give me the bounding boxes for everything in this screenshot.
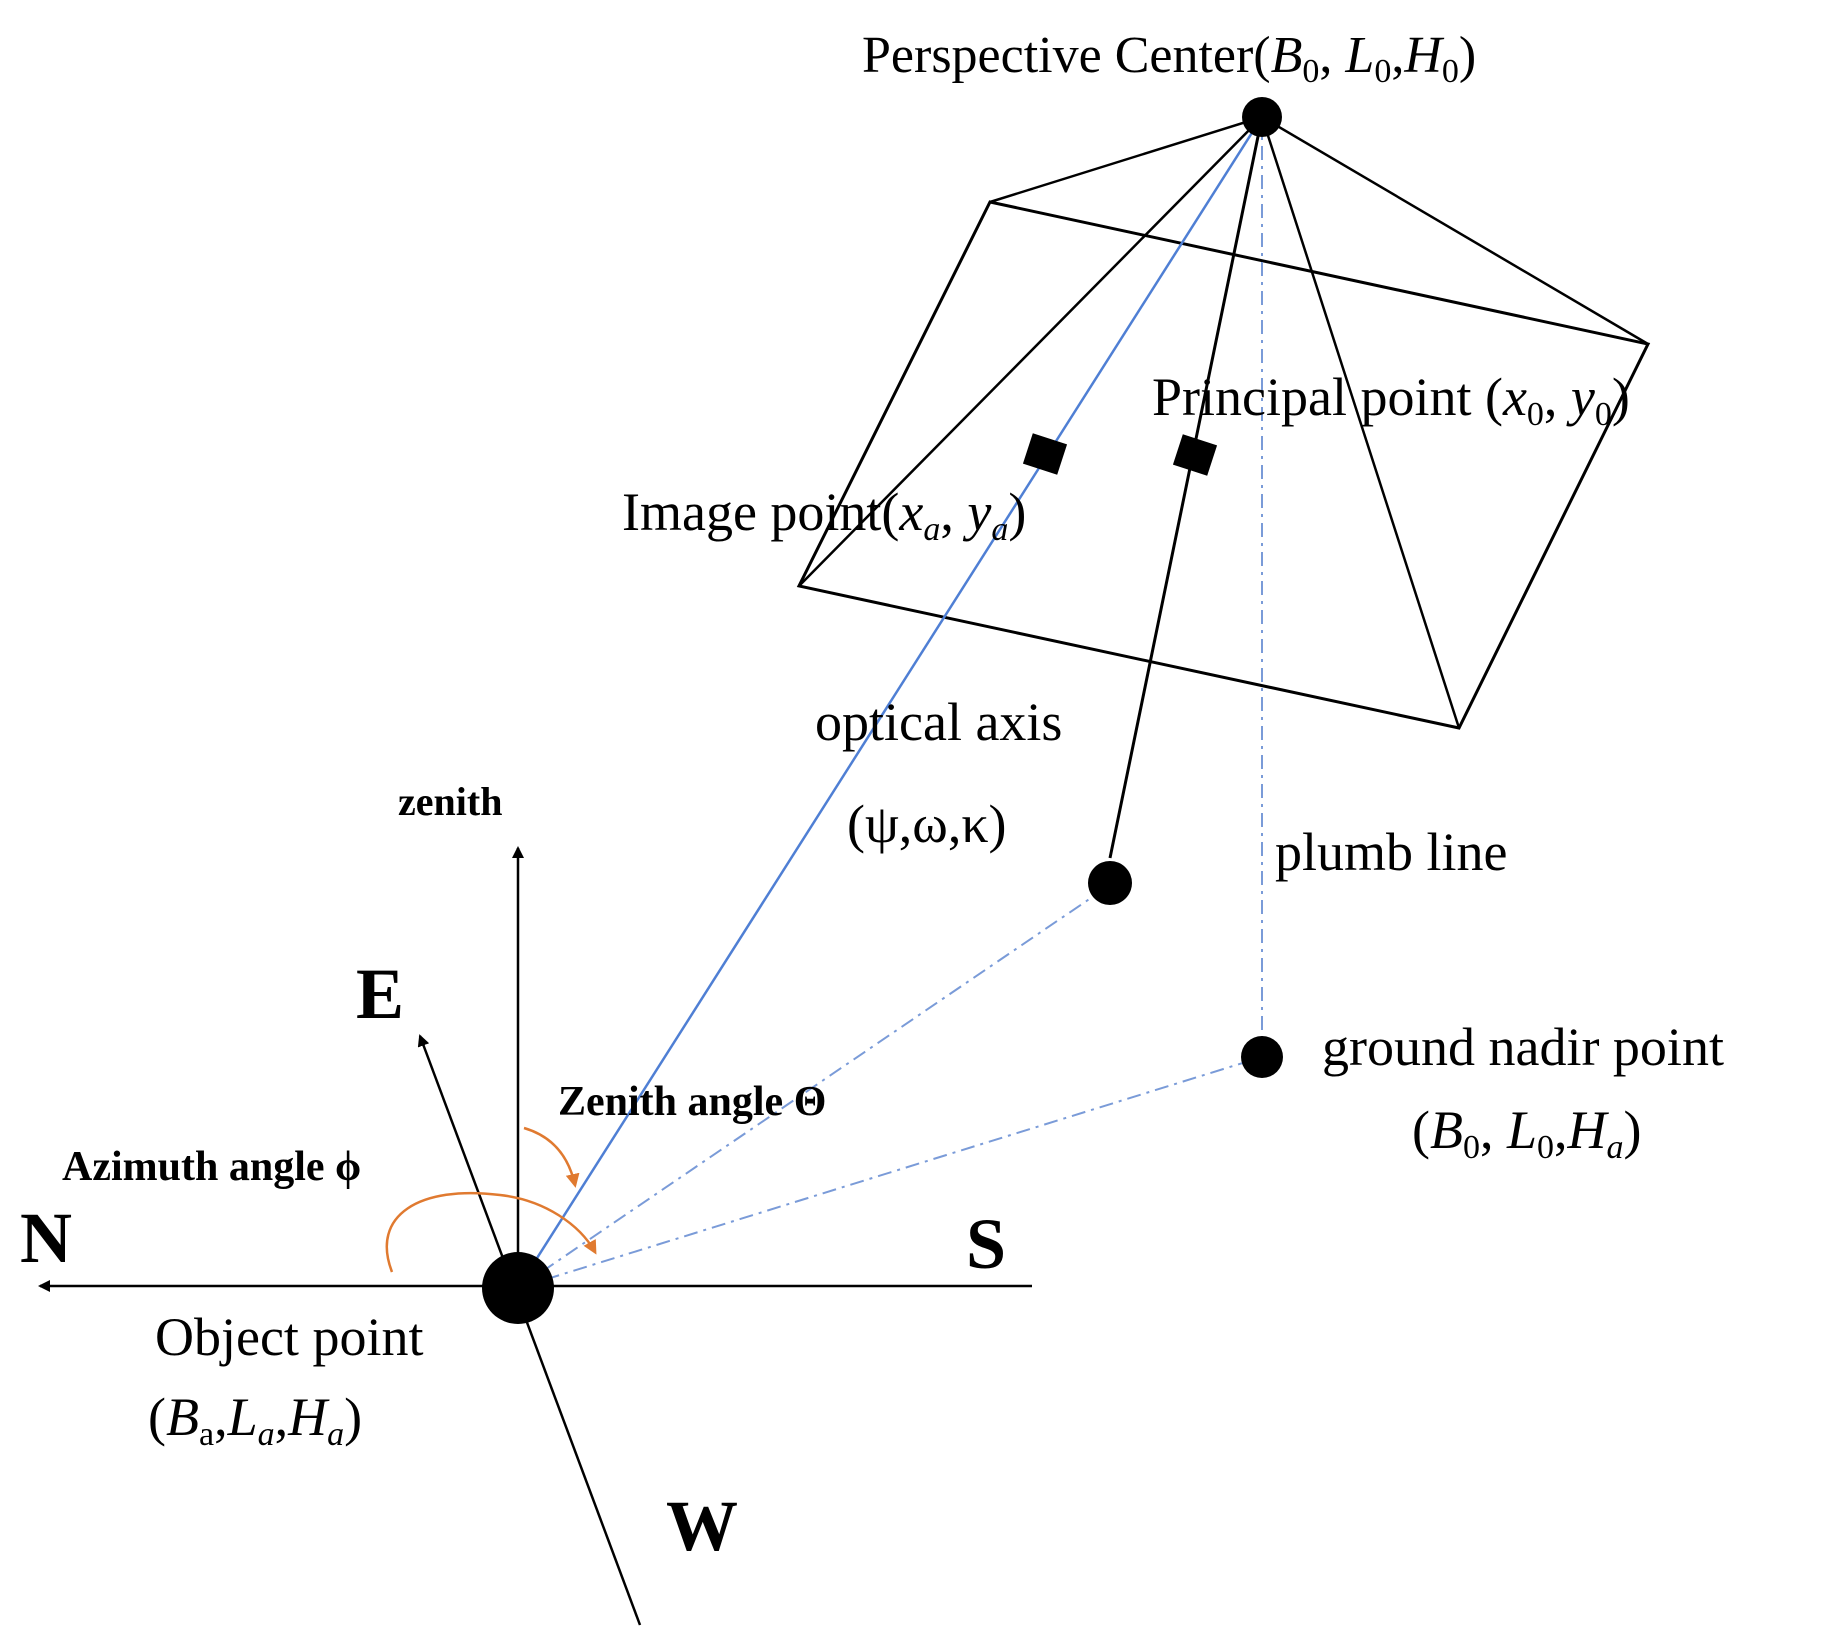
west-label: W <box>666 1486 738 1566</box>
east-label: E <box>356 954 404 1034</box>
ground-nadir-point <box>1241 1036 1283 1078</box>
perspective-center-point <box>1242 97 1282 137</box>
optical-axis-line <box>1108 116 1264 859</box>
pyramid-edge-bottom <box>1260 116 1461 729</box>
east-west-axis <box>417 1034 642 1626</box>
azimuth-angle-arc <box>385 1191 597 1273</box>
south-label: S <box>966 1204 1006 1284</box>
object-point-label: Object point <box>155 1307 423 1367</box>
image-point-label: Image point(xa, ya) <box>622 482 1026 548</box>
ground-nadir-coords: (B0, L0,Ha) <box>1412 1100 1642 1166</box>
projection-to-optical-axis-end <box>517 884 1111 1289</box>
pyramid-edge-top <box>989 115 1263 204</box>
north-label: N <box>20 1198 72 1278</box>
principal-point-label: Principal point (x0, y0) <box>1152 367 1630 433</box>
object-point <box>482 1252 554 1324</box>
object-point-coords: (Ba,La,Ha) <box>148 1387 362 1453</box>
plumb-line-label: plumb line <box>1275 822 1507 882</box>
zenith-label: zenith <box>398 779 502 824</box>
perspective-center-label: Perspective Center(B0, L0,H0) <box>862 27 1476 90</box>
optical-axis-label: optical axis <box>815 692 1062 752</box>
principal-point-marker <box>1172 434 1218 476</box>
zenith-angle-label: Zenith angle Θ <box>558 1079 826 1125</box>
image-plane <box>796 200 1651 730</box>
azimuth-angle-label: Azimuth angle ϕ <box>62 1144 361 1190</box>
optical-axis-angles-label: (ψ,ω,κ) <box>847 794 1007 854</box>
pyramid-edge-right <box>1261 115 1649 346</box>
pyramid-edge-left <box>798 116 1263 587</box>
projection-to-ground-nadir <box>517 1056 1263 1289</box>
sight-line <box>516 116 1264 1289</box>
image-point-marker <box>1022 433 1068 475</box>
ground-nadir-label: ground nadir point <box>1322 1017 1724 1077</box>
optical-axis-end-point <box>1088 861 1132 905</box>
zenith-angle-arc <box>523 1126 580 1188</box>
